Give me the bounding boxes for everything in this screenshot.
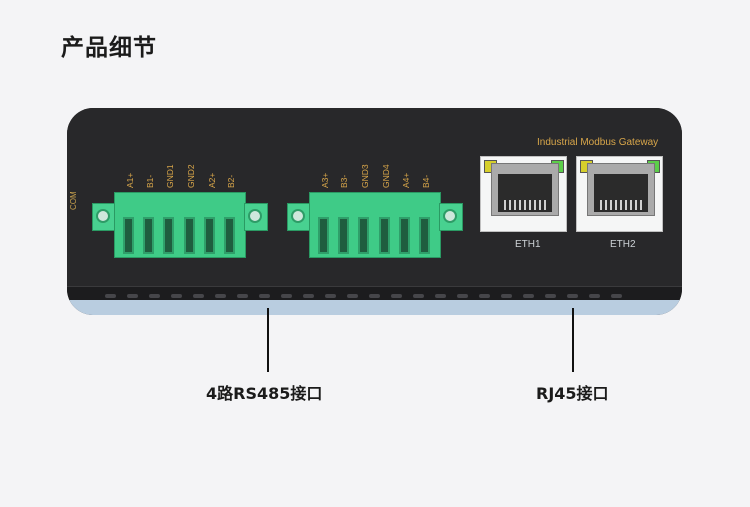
vent-slot (435, 294, 446, 298)
connector-body (309, 192, 441, 258)
vent-slot (127, 294, 138, 298)
vent-slot (259, 294, 270, 298)
vent-slot (149, 294, 160, 298)
pin-slot (379, 217, 390, 254)
pin-label-a3: A3+ (320, 172, 330, 188)
eth2-label: ETH2 (610, 239, 636, 250)
pin-label-gnd4: GND4 (381, 164, 391, 188)
rj45-jack (491, 163, 559, 216)
vent-slot (413, 294, 424, 298)
callout-line-rs485 (267, 308, 269, 372)
callout-line-rj45 (572, 308, 574, 372)
rj45-port-eth2 (576, 156, 663, 232)
vent-slot (215, 294, 226, 298)
vent-slot (457, 294, 468, 298)
pin-label-gnd3: GND3 (360, 164, 370, 188)
vent-slot (237, 294, 248, 298)
vent-slot (193, 294, 204, 298)
pin-label-b4: B4- (421, 174, 431, 188)
callout-rs485: 4路RS485接口 (206, 384, 323, 403)
pin-label-a4: A4+ (401, 172, 411, 188)
pin-label-a1: A1+ (125, 172, 135, 188)
vent-slot (281, 294, 292, 298)
screw-icon (291, 209, 305, 223)
vent-slot (325, 294, 336, 298)
rj45-port-eth1 (480, 156, 567, 232)
vent-slot (391, 294, 402, 298)
pin-slot (143, 217, 154, 254)
vent-slot (545, 294, 556, 298)
pin-slot (338, 217, 349, 254)
rj45-cavity (594, 174, 648, 212)
terminal-block-left (92, 192, 268, 258)
rj45-jack (587, 163, 655, 216)
vent-slot (369, 294, 380, 298)
pin-slot (318, 217, 329, 254)
device-bottom-edge (67, 300, 682, 315)
com-label: COM (69, 191, 78, 210)
connector-body (114, 192, 246, 258)
pin-slot (224, 217, 235, 254)
vent-slot (105, 294, 116, 298)
pin-slot (419, 217, 430, 254)
brand-label: Industrial Modbus Gateway (537, 137, 659, 148)
pin-slot (184, 217, 195, 254)
vent-slot (479, 294, 490, 298)
pin-label-b1: B1- (145, 174, 155, 188)
pin-slot (123, 217, 134, 254)
pin-slot (399, 217, 410, 254)
rj45-pins (600, 200, 642, 210)
connector-ear (287, 203, 311, 231)
vent-slot (589, 294, 600, 298)
vent-slot (303, 294, 314, 298)
pin-label-b3: B3- (339, 174, 349, 188)
callout-rj45: RJ45接口 (536, 384, 609, 403)
vent-slot (501, 294, 512, 298)
pin-label-gnd2: GND2 (186, 164, 196, 188)
vent-slot (611, 294, 622, 298)
page-title: 产品细节 (61, 35, 157, 61)
screw-icon (443, 209, 457, 223)
pin-slot (204, 217, 215, 254)
pin-slot (163, 217, 174, 254)
vent-slot (523, 294, 534, 298)
pin-label-a2: A2+ (207, 172, 217, 188)
eth1-label: ETH1 (515, 239, 541, 250)
connector-ear (92, 203, 116, 231)
screw-icon (96, 209, 110, 223)
connector-ear (244, 203, 268, 231)
connector-ear (439, 203, 463, 231)
gateway-device: COM Industrial Modbus Gateway A1+ B1- GN… (67, 108, 682, 315)
terminal-block-right (287, 192, 463, 258)
rj45-pins (504, 200, 546, 210)
vent-slot (171, 294, 182, 298)
pin-label-gnd1: GND1 (165, 164, 175, 188)
rj45-cavity (498, 174, 552, 212)
pin-slot (358, 217, 369, 254)
screw-icon (248, 209, 262, 223)
pin-label-b2: B2- (226, 174, 236, 188)
vent-slot (567, 294, 578, 298)
vent-slot (347, 294, 358, 298)
